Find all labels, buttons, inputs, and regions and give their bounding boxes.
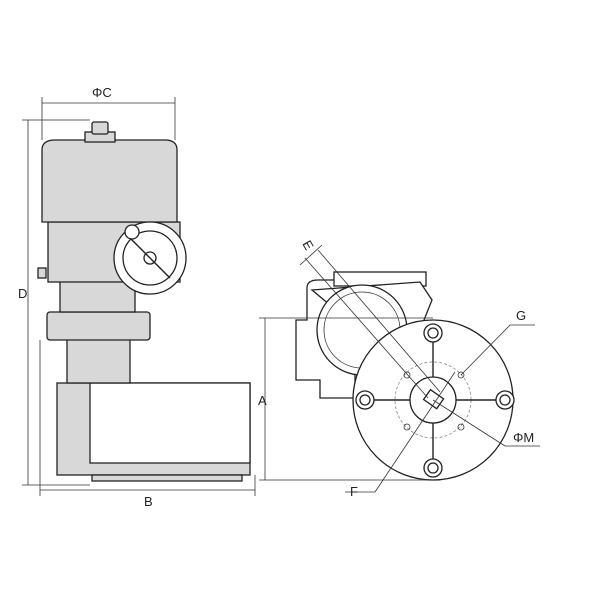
side-dimensions: ΦC D B bbox=[18, 85, 256, 509]
pcd-holes bbox=[403, 371, 465, 431]
side-plug bbox=[37, 267, 47, 279]
column bbox=[66, 337, 131, 384]
bottom-view bbox=[295, 271, 515, 481]
dim-phi-m-label: ΦM bbox=[513, 430, 534, 445]
handwheel-knob bbox=[124, 224, 140, 240]
dim-g-label: G bbox=[516, 308, 526, 323]
bolt-holes bbox=[355, 323, 515, 478]
gearbox-face bbox=[89, 382, 251, 464]
dim-b-label: B bbox=[144, 494, 153, 509]
top-cover bbox=[41, 139, 178, 223]
dim-e-label: E bbox=[299, 238, 316, 253]
dim-a-label: A bbox=[258, 393, 267, 408]
dim-phi-c-label: ΦC bbox=[92, 85, 112, 100]
dim-f-label: F bbox=[350, 484, 358, 499]
dim-d-label: D bbox=[18, 286, 27, 301]
gearbox-base bbox=[91, 474, 243, 482]
knob bbox=[91, 121, 109, 135]
side-view bbox=[37, 121, 251, 482]
mounting-flange bbox=[46, 311, 151, 341]
handwheel-spoke bbox=[129, 237, 171, 279]
neck bbox=[59, 279, 136, 313]
